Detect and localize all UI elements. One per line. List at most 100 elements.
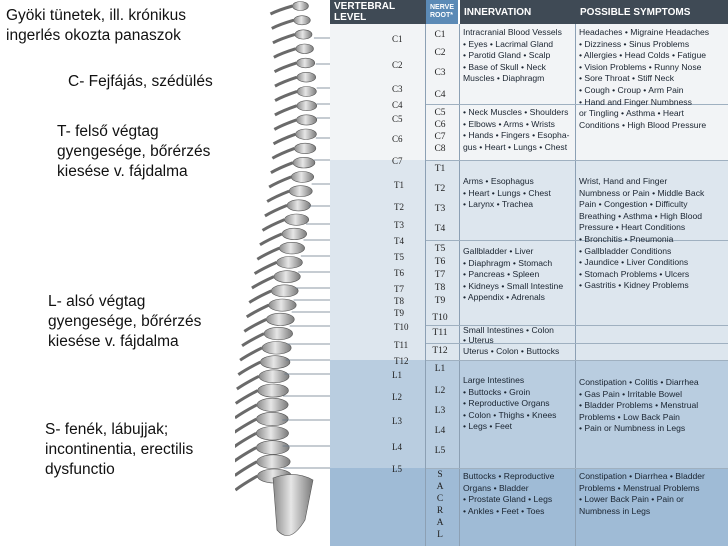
vertebral-label-t12: T12 [394, 356, 409, 366]
symptoms-cell-4: Constipation • Diarrhea • Bladder Proble… [579, 471, 705, 516]
vertebra-shape [292, 157, 316, 169]
spinous-process-shape [270, 161, 294, 174]
vertebral-label-t9: T9 [394, 308, 404, 318]
innervation-cell-2: • Neck Muscles • Shoulders • Elbows • Ar… [463, 107, 570, 152]
spinous-process-shape [235, 474, 259, 492]
vertebral-label-t11: T11 [394, 340, 409, 350]
spinous-process-shape [235, 403, 258, 420]
innervation-cell-1: Intracranial Blood Vessels • Eyes • Lacr… [463, 27, 562, 84]
vertebra-shape [263, 327, 293, 341]
vertebral-label-t1: T1 [394, 180, 404, 190]
vertebra-shape [276, 256, 303, 269]
nerve-root-label: T8 [434, 283, 446, 293]
nerve-root-label: C6 [434, 120, 446, 130]
nerve-root-label: C3 [434, 68, 446, 78]
note-sacral: S- fenék, lábujjak; incontinentia, erect… [45, 421, 194, 478]
spine-illustration [235, 1, 335, 536]
nerve-root-label: T11 [432, 328, 448, 338]
nerve-root-label: T7 [434, 270, 446, 280]
vertebral-label-c5: C5 [392, 114, 403, 124]
vertebral-label-t8: T8 [394, 296, 404, 306]
vertebra-shape [296, 86, 317, 97]
header-symptoms: POSSIBLE SYMPTOMS [576, 0, 728, 24]
vertebra-shape [273, 270, 301, 283]
header-nerve-root-text: NERVE ROOT* [430, 4, 454, 19]
nerve-root-label: L1 [434, 364, 446, 374]
spinous-process-shape [261, 218, 286, 232]
vertebra-shape [279, 242, 305, 255]
vertebra-shape [256, 440, 290, 455]
innervation-cell-7: Large Intestines • Buttocks • Groin • Re… [463, 375, 557, 432]
cervical-band [330, 24, 728, 160]
vertebra-shape [256, 454, 291, 469]
vertebra-shape [288, 185, 313, 197]
note-lumbar: L- alsó végtag gyengesége, bőrérzés kies… [48, 293, 202, 350]
nerve-root-label: T5 [434, 244, 446, 254]
nerve-root-label: T10 [432, 313, 448, 323]
column-line-2 [459, 24, 460, 546]
divider-t11 [426, 325, 728, 326]
vertebral-label-l1: L1 [392, 370, 402, 380]
nerve-root-label: T9 [434, 296, 446, 306]
header-vertebral-text: VERTEBRAL LEVEL [334, 1, 395, 23]
header-innervation: INNERVATION [460, 0, 578, 24]
vertebra-shape [268, 298, 297, 312]
spinous-process-shape [269, 4, 293, 16]
vertebra-shape [284, 213, 310, 226]
vertebra-shape [286, 199, 311, 212]
innervation-cell-3: Arms • Esophagus • Heart • Lungs • Chest… [463, 176, 551, 210]
vertebral-label-l3: L3 [392, 416, 402, 426]
vertebrae-group [235, 1, 335, 536]
spinous-process-shape [235, 431, 257, 448]
spinous-process-shape [235, 446, 258, 463]
vertebra-shape [281, 227, 308, 240]
vertebra-shape [256, 397, 289, 412]
nerve-root-label: L5 [434, 446, 446, 456]
spinous-process-shape [241, 332, 265, 348]
nerve-root-label: C4 [434, 90, 446, 100]
divider-s [426, 468, 728, 469]
vertebra-shape [296, 114, 318, 126]
nerve-root-label: T3 [434, 204, 446, 214]
note-header: Gyöki tünetek, ill. krónikus ingerlés ok… [6, 7, 187, 44]
divider-t12 [426, 343, 728, 344]
nerve-root-label: C2 [434, 48, 446, 58]
nerve-root-label: T1 [434, 164, 446, 174]
spinous-process-shape [256, 246, 280, 261]
spinous-process-shape [274, 104, 298, 117]
spinous-process-shape [235, 460, 258, 477]
nerve-root-label: T6 [434, 257, 446, 267]
vertebra-shape [290, 171, 315, 183]
note-thoracic: T- felső végtag gyengesége, bőrérzés kie… [57, 123, 211, 180]
vertebra-shape [296, 72, 316, 83]
vertebra-shape [255, 426, 289, 441]
spinous-process-shape [273, 61, 298, 74]
innervation-cell-8: Buttocks • Reproductive Organs • Bladder… [463, 471, 555, 516]
symptoms-cell-1: Headaches • Migraine Headaches • Dizzine… [579, 27, 710, 130]
nerve-root-label: A [436, 518, 444, 528]
nerve-root-label: S [437, 470, 443, 480]
nerve-root-label: L2 [434, 386, 446, 396]
vertebra-shape [261, 341, 292, 355]
spinous-process-shape [236, 374, 260, 391]
spinous-process-shape [272, 33, 296, 45]
nerve-root-label: C8 [434, 144, 446, 154]
innervation-cell-5: Small Intestines • Colon • Uterus [463, 325, 554, 345]
divider-t5 [426, 240, 728, 241]
vertebral-label-c7: C7 [392, 156, 403, 166]
header-vertebral-level: VERTEBRAL LEVEL [330, 0, 428, 24]
spinous-process-shape [235, 417, 258, 434]
vertebra-shape [295, 43, 314, 54]
nerve-root-label: C [436, 494, 444, 504]
vertebral-label-t4: T4 [394, 236, 404, 246]
column-line-1 [425, 24, 426, 546]
spinous-process-shape [243, 317, 267, 333]
vertebral-label-t2: T2 [394, 202, 404, 212]
vertebral-label-l2: L2 [392, 392, 402, 402]
vertebra-shape [256, 412, 289, 427]
nerve-root-label: L4 [434, 426, 446, 436]
spinous-process-shape [268, 175, 292, 189]
header-symptoms-text: POSSIBLE SYMPTOMS [580, 6, 691, 18]
header-innervation-text: INNERVATION [464, 6, 532, 18]
nerve-root-label: L3 [434, 406, 446, 416]
